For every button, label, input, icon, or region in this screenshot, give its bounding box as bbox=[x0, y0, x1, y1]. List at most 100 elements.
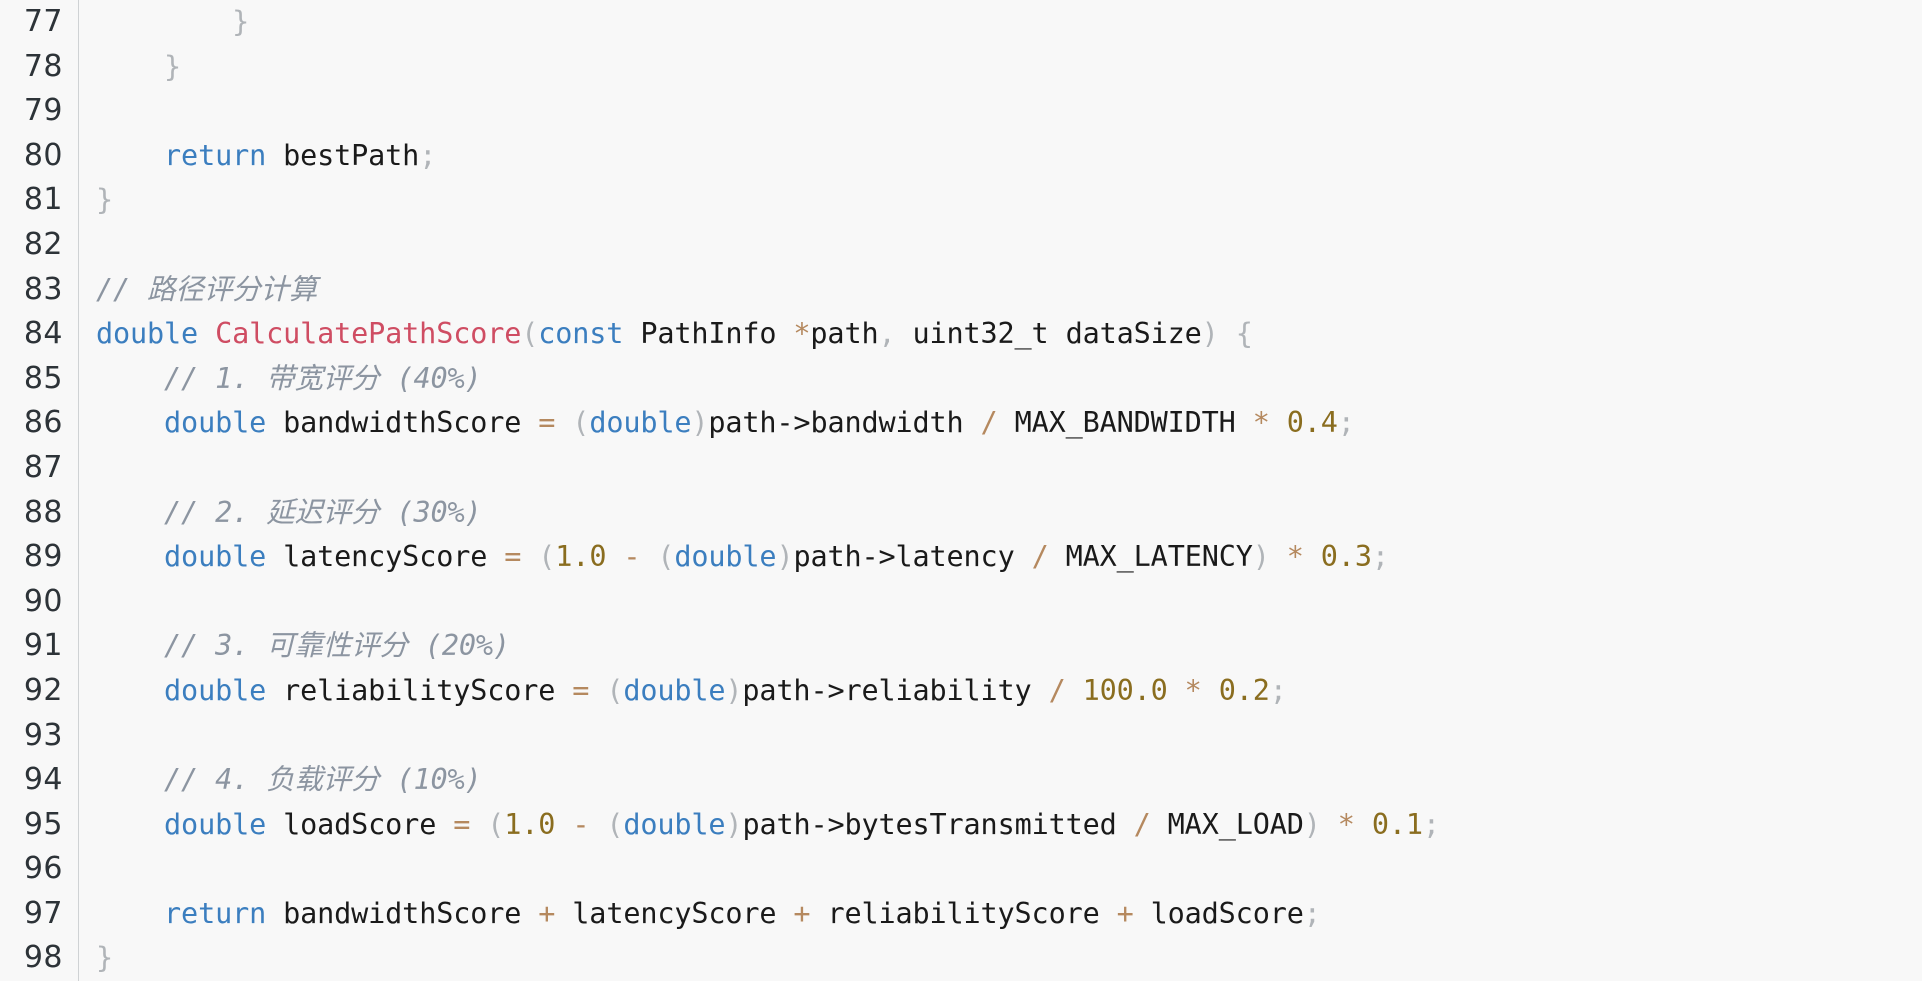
code-line[interactable]: 77 } bbox=[0, 0, 1922, 45]
line-number[interactable]: 84 bbox=[23, 316, 63, 352]
code-line-content[interactable]: double latencyScore = (1.0 - (double)pat… bbox=[79, 535, 1922, 580]
code-line[interactable]: 87 bbox=[0, 445, 1922, 491]
line-number[interactable]: 88 bbox=[23, 494, 63, 530]
code-line-content[interactable]: double CalculatePathScore(const PathInfo… bbox=[79, 312, 1922, 357]
code-line[interactable]: 79 bbox=[0, 89, 1922, 134]
code-token-punc: ( bbox=[606, 807, 624, 841]
code-token-plain bbox=[895, 317, 912, 350]
code-line[interactable]: 98} bbox=[0, 936, 1922, 981]
gutter-divider bbox=[78, 668, 79, 714]
code-line-content[interactable]: // 3. 可靠性评分 (20%) bbox=[79, 624, 1922, 669]
code-token-op: = bbox=[504, 540, 522, 574]
code-token-op: = bbox=[453, 807, 471, 841]
code-token-plain bbox=[1321, 808, 1338, 841]
code-line[interactable]: 83 // 路径评分计算 bbox=[0, 267, 1922, 313]
code-line[interactable]: 81} bbox=[0, 178, 1922, 223]
code-token-plain bbox=[964, 406, 981, 439]
code-line-content[interactable]: // 4. 负载评分 (10%) bbox=[79, 758, 1922, 803]
line-number[interactable]: 86 bbox=[23, 405, 63, 441]
line-number[interactable]: 87 bbox=[23, 449, 63, 485]
line-number[interactable]: 77 bbox=[23, 4, 63, 39]
code-token-plain bbox=[96, 5, 232, 38]
code-token-cmt: // 3. 可靠性评分 (20%) bbox=[164, 629, 510, 663]
code-line-content[interactable]: return bandwidthScore + latencyScore + r… bbox=[79, 892, 1922, 937]
code-line[interactable]: 95 double loadScore = (1.0 - (double)pat… bbox=[0, 802, 1922, 848]
line-number[interactable]: 94 bbox=[23, 762, 63, 798]
code-line[interactable]: 96 bbox=[0, 847, 1922, 892]
code-line-content[interactable]: // 路径评分计算 bbox=[79, 268, 1922, 313]
code-line[interactable]: 93 bbox=[0, 713, 1922, 759]
line-number[interactable]: 89 bbox=[23, 539, 63, 575]
code-line[interactable]: 89 double latencyScore = (1.0 - (double)… bbox=[0, 535, 1922, 580]
code-line[interactable]: 90 bbox=[0, 579, 1922, 625]
code-token-plain bbox=[96, 540, 164, 573]
code-line-content[interactable] bbox=[79, 847, 1922, 892]
line-number[interactable]: 91 bbox=[23, 628, 63, 664]
gutter-divider bbox=[78, 356, 79, 402]
code-line-content[interactable]: // 1. 带宽评分 (40%) bbox=[79, 357, 1922, 402]
code-line[interactable]: 80 return bestPath; bbox=[0, 133, 1922, 179]
code-line[interactable]: 78 } bbox=[0, 44, 1922, 90]
code-line-content[interactable]: return bestPath; bbox=[79, 134, 1922, 179]
code-line[interactable]: 82 bbox=[0, 222, 1922, 268]
code-line[interactable]: 91 // 3. 可靠性评分 (20%) bbox=[0, 624, 1922, 669]
code-line-content[interactable]: } bbox=[79, 178, 1922, 223]
code-line-content[interactable] bbox=[79, 714, 1922, 759]
code-token-punc: ) bbox=[1252, 540, 1270, 574]
line-number[interactable]: 96 bbox=[23, 851, 63, 887]
code-token-id: bandwidthScore bbox=[283, 896, 522, 930]
code-token-plain bbox=[521, 540, 538, 573]
code-line-content[interactable]: } bbox=[79, 936, 1922, 981]
code-token-kw: return bbox=[164, 896, 267, 930]
line-number[interactable]: 81 bbox=[23, 182, 63, 218]
line-number[interactable]: 80 bbox=[23, 137, 63, 173]
line-number[interactable]: 98 bbox=[23, 940, 63, 976]
code-token-kw: return bbox=[164, 138, 267, 172]
code-token-plain bbox=[266, 808, 283, 841]
line-number[interactable]: 85 bbox=[23, 360, 63, 396]
code-token-id: uint32_t bbox=[912, 317, 1049, 351]
code-token-plain bbox=[1049, 540, 1066, 573]
code-line-content[interactable]: // 2. 延迟评分 (30%) bbox=[79, 491, 1922, 536]
line-number[interactable]: 90 bbox=[23, 583, 63, 619]
code-token-plain bbox=[96, 50, 164, 83]
code-line[interactable]: 84 double CalculatePathScore(const PathIn… bbox=[0, 312, 1922, 357]
code-token-id: loadScore bbox=[1150, 896, 1304, 930]
line-number[interactable]: 83 bbox=[23, 271, 63, 307]
code-token-plain bbox=[96, 808, 164, 841]
gutter-divider bbox=[78, 178, 79, 223]
code-token-punc: ( bbox=[521, 317, 539, 351]
code-token-id: path->bytesTransmitted bbox=[742, 807, 1117, 841]
code-token-kw: double bbox=[589, 406, 692, 440]
line-number[interactable]: 93 bbox=[23, 717, 63, 753]
line-number[interactable]: 97 bbox=[23, 895, 63, 931]
gutter-divider bbox=[78, 802, 79, 848]
code-line[interactable]: 85 // 1. 带宽评分 (40%) bbox=[0, 356, 1922, 402]
gutter-divider bbox=[78, 133, 79, 179]
code-token-id: path->reliability bbox=[742, 673, 1032, 707]
code-token-punc: ) bbox=[725, 807, 743, 841]
line-number[interactable]: 95 bbox=[23, 806, 63, 842]
gutter-divider bbox=[78, 490, 79, 536]
code-line-content[interactable] bbox=[79, 223, 1922, 268]
code-line-content[interactable] bbox=[79, 446, 1922, 491]
code-line-content[interactable]: double loadScore = (1.0 - (double)path->… bbox=[79, 803, 1922, 848]
line-number[interactable]: 79 bbox=[23, 93, 63, 129]
code-line-content[interactable] bbox=[79, 580, 1922, 625]
code-line[interactable]: 86 double bandwidthScore = (double)path-… bbox=[0, 401, 1922, 446]
code-line[interactable]: 97 return bandwidthScore + latencyScore … bbox=[0, 891, 1922, 937]
code-line-content[interactable]: double reliabilityScore = (double)path->… bbox=[79, 669, 1922, 714]
code-line[interactable]: 92 double reliabilityScore = (double)pat… bbox=[0, 668, 1922, 714]
code-token-punc: ) bbox=[691, 406, 709, 440]
code-line[interactable]: 88 // 2. 延迟评分 (30%) bbox=[0, 490, 1922, 536]
line-number[interactable]: 92 bbox=[23, 672, 63, 708]
code-line[interactable]: 94 // 4. 负载评分 (10%) bbox=[0, 758, 1922, 803]
code-line-content[interactable]: } bbox=[79, 0, 1922, 45]
line-number[interactable]: 78 bbox=[23, 48, 63, 84]
code-line-content[interactable]: double bandwidthScore = (double)path->ba… bbox=[79, 401, 1922, 446]
code-token-id: PathInfo bbox=[640, 317, 777, 351]
line-number[interactable]: 82 bbox=[23, 226, 63, 262]
code-line-content[interactable]: } bbox=[79, 45, 1922, 90]
code-line-content[interactable] bbox=[79, 89, 1922, 134]
